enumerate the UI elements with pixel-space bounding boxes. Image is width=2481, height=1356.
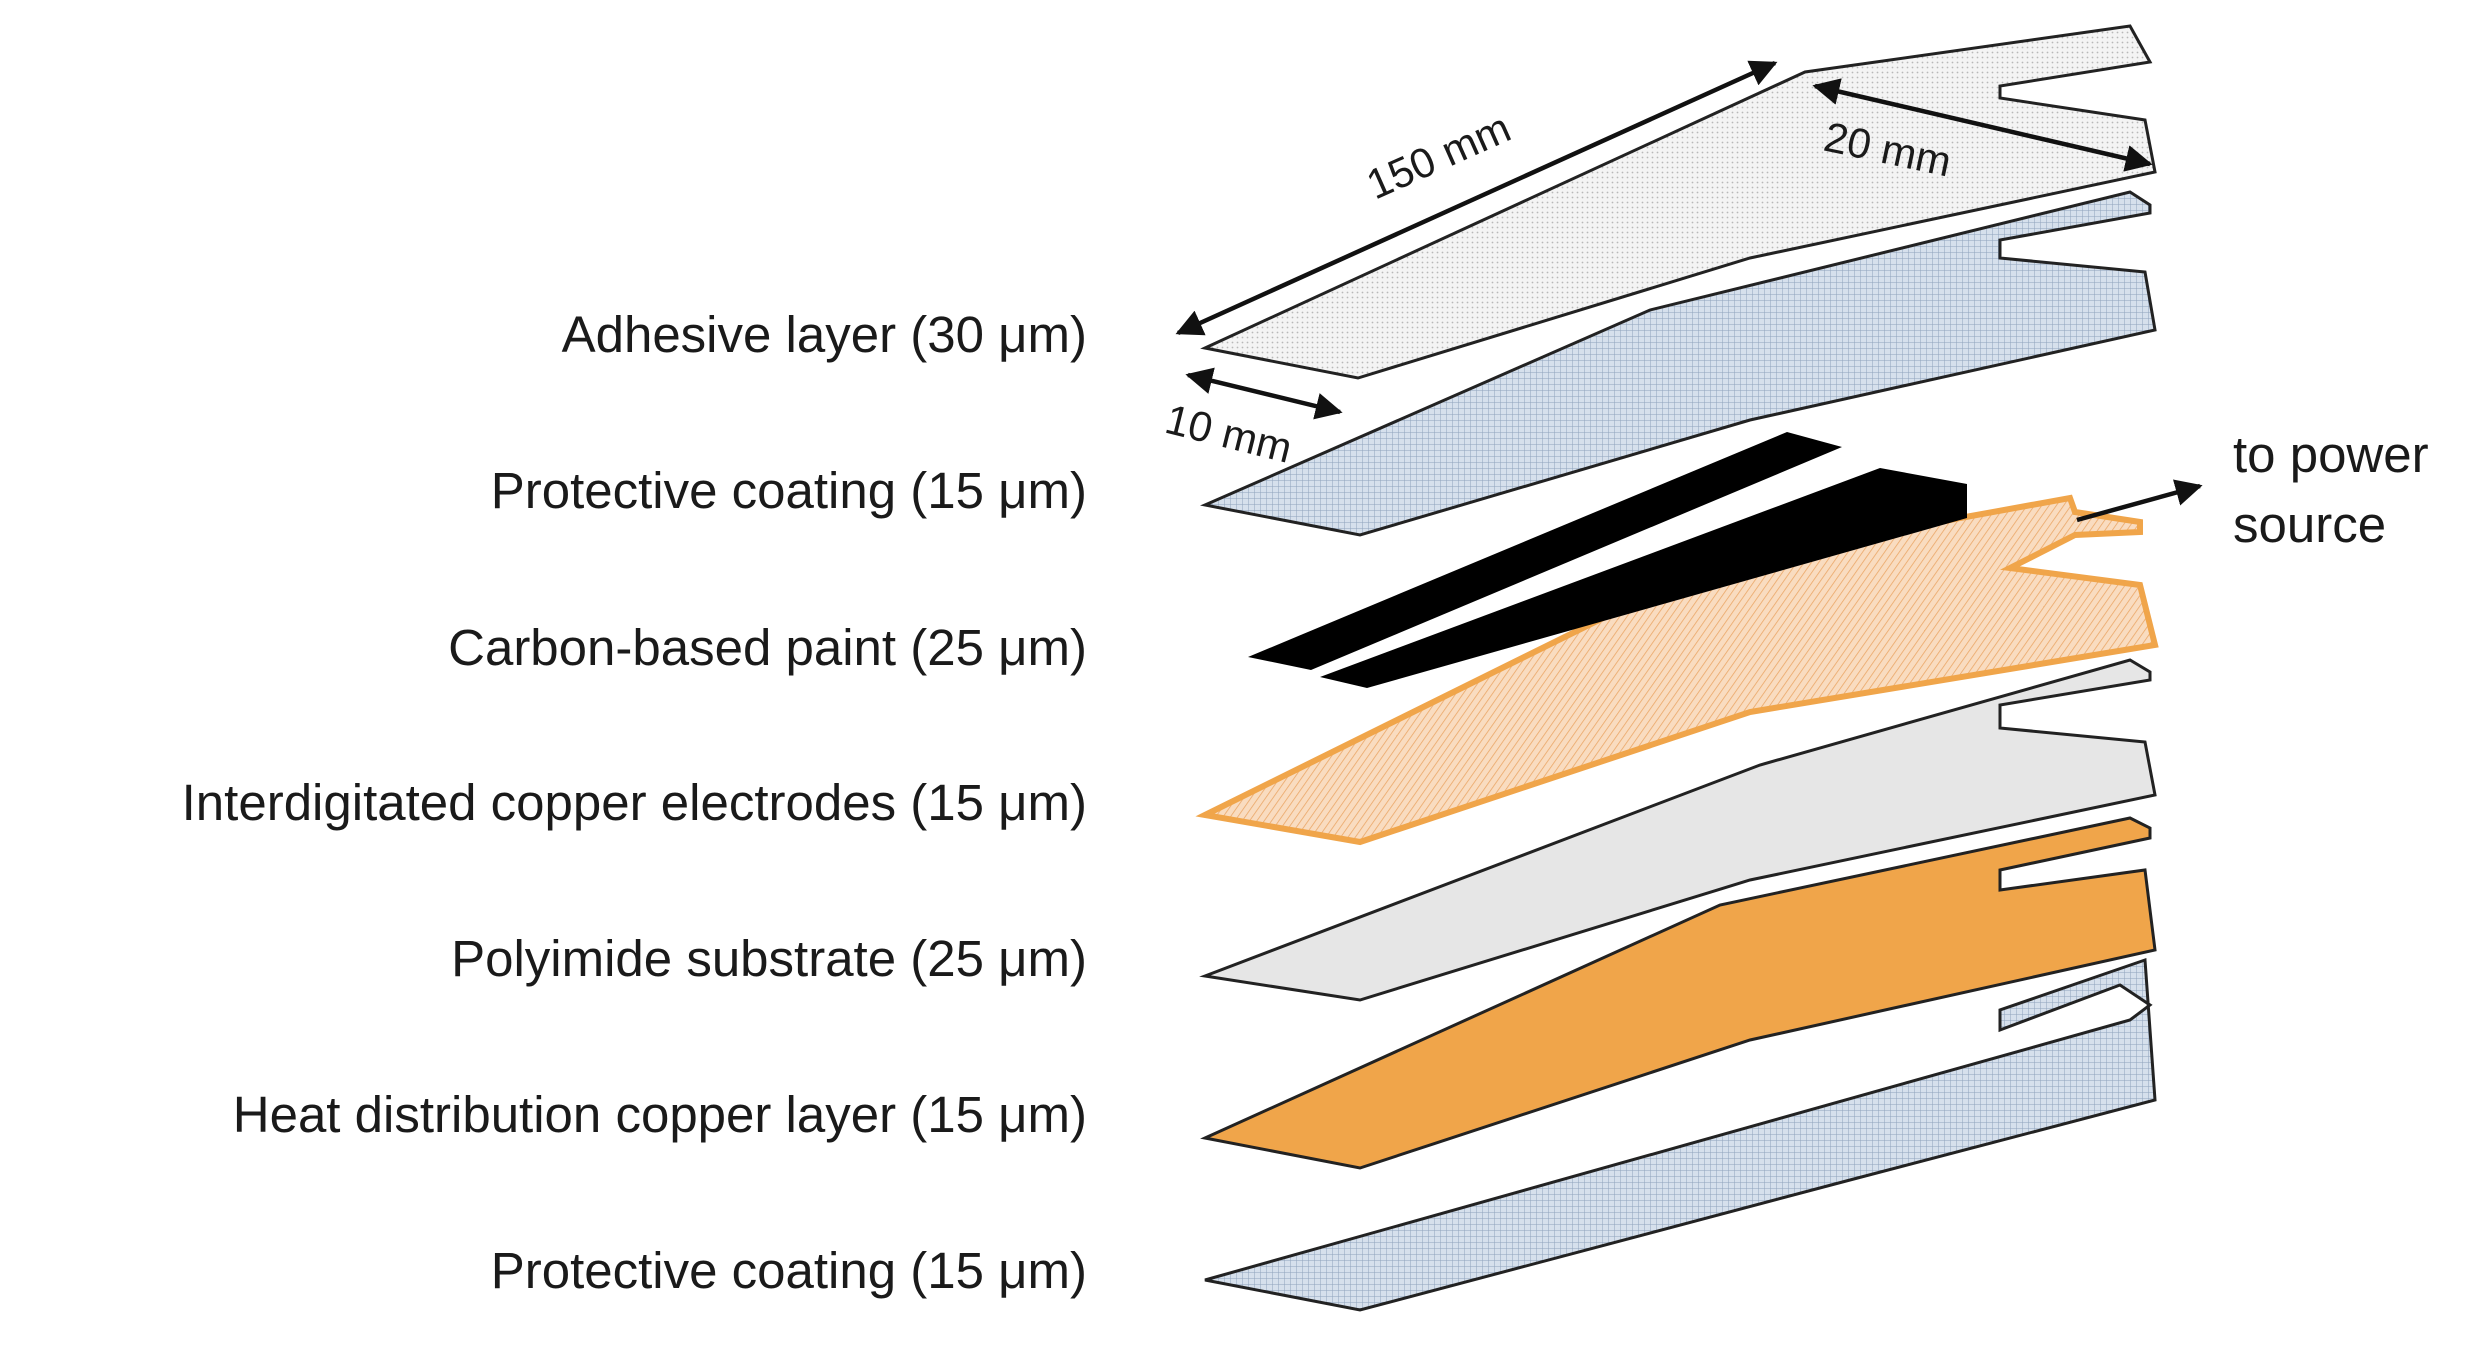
layer-label-carbon-paint: Carbon-based paint (25 μm) — [448, 619, 1087, 676]
layer-label-heat-distribution-copper: Heat distribution copper layer (15 μm) — [233, 1086, 1087, 1143]
layer-heat-distribution-copper — [1200, 816, 2157, 1170]
layer-label-adhesive: Adhesive layer (30 μm) — [562, 306, 1087, 363]
carbon-paint-strip-lower — [1320, 468, 1967, 688]
power-source-label-line1: to power — [2233, 426, 2429, 483]
tip-dimension-arrow — [1185, 367, 1343, 420]
layer-label-interdigitated-electrodes: Interdigitated copper electrodes (15 μm) — [182, 774, 1087, 831]
tip-dimension-label: 10 mm — [1161, 395, 1297, 472]
layer-label-bottom-protective-coating: Protective coating (15 μm) — [491, 1242, 1087, 1299]
length-dimension-arrow — [1175, 60, 1778, 336]
power-source-label-line2: source — [2233, 496, 2386, 553]
layer-polyimide-substrate — [1199, 658, 2157, 1002]
carbon-paint-strip-upper — [1248, 432, 1842, 670]
layer-top-protective-coating — [1199, 190, 2157, 537]
layer-label-top-protective-coating: Protective coating (15 μm) — [491, 462, 1087, 519]
layer-label-polyimide-substrate: Polyimide substrate (25 μm) — [451, 930, 1087, 987]
layer-bottom-protective-coating — [1204, 957, 2157, 1312]
width-dimension-arrow — [1812, 78, 2153, 172]
power-arrow — [2076, 479, 2203, 523]
layer-interdigitated-copper-electrodes — [1195, 494, 2159, 846]
